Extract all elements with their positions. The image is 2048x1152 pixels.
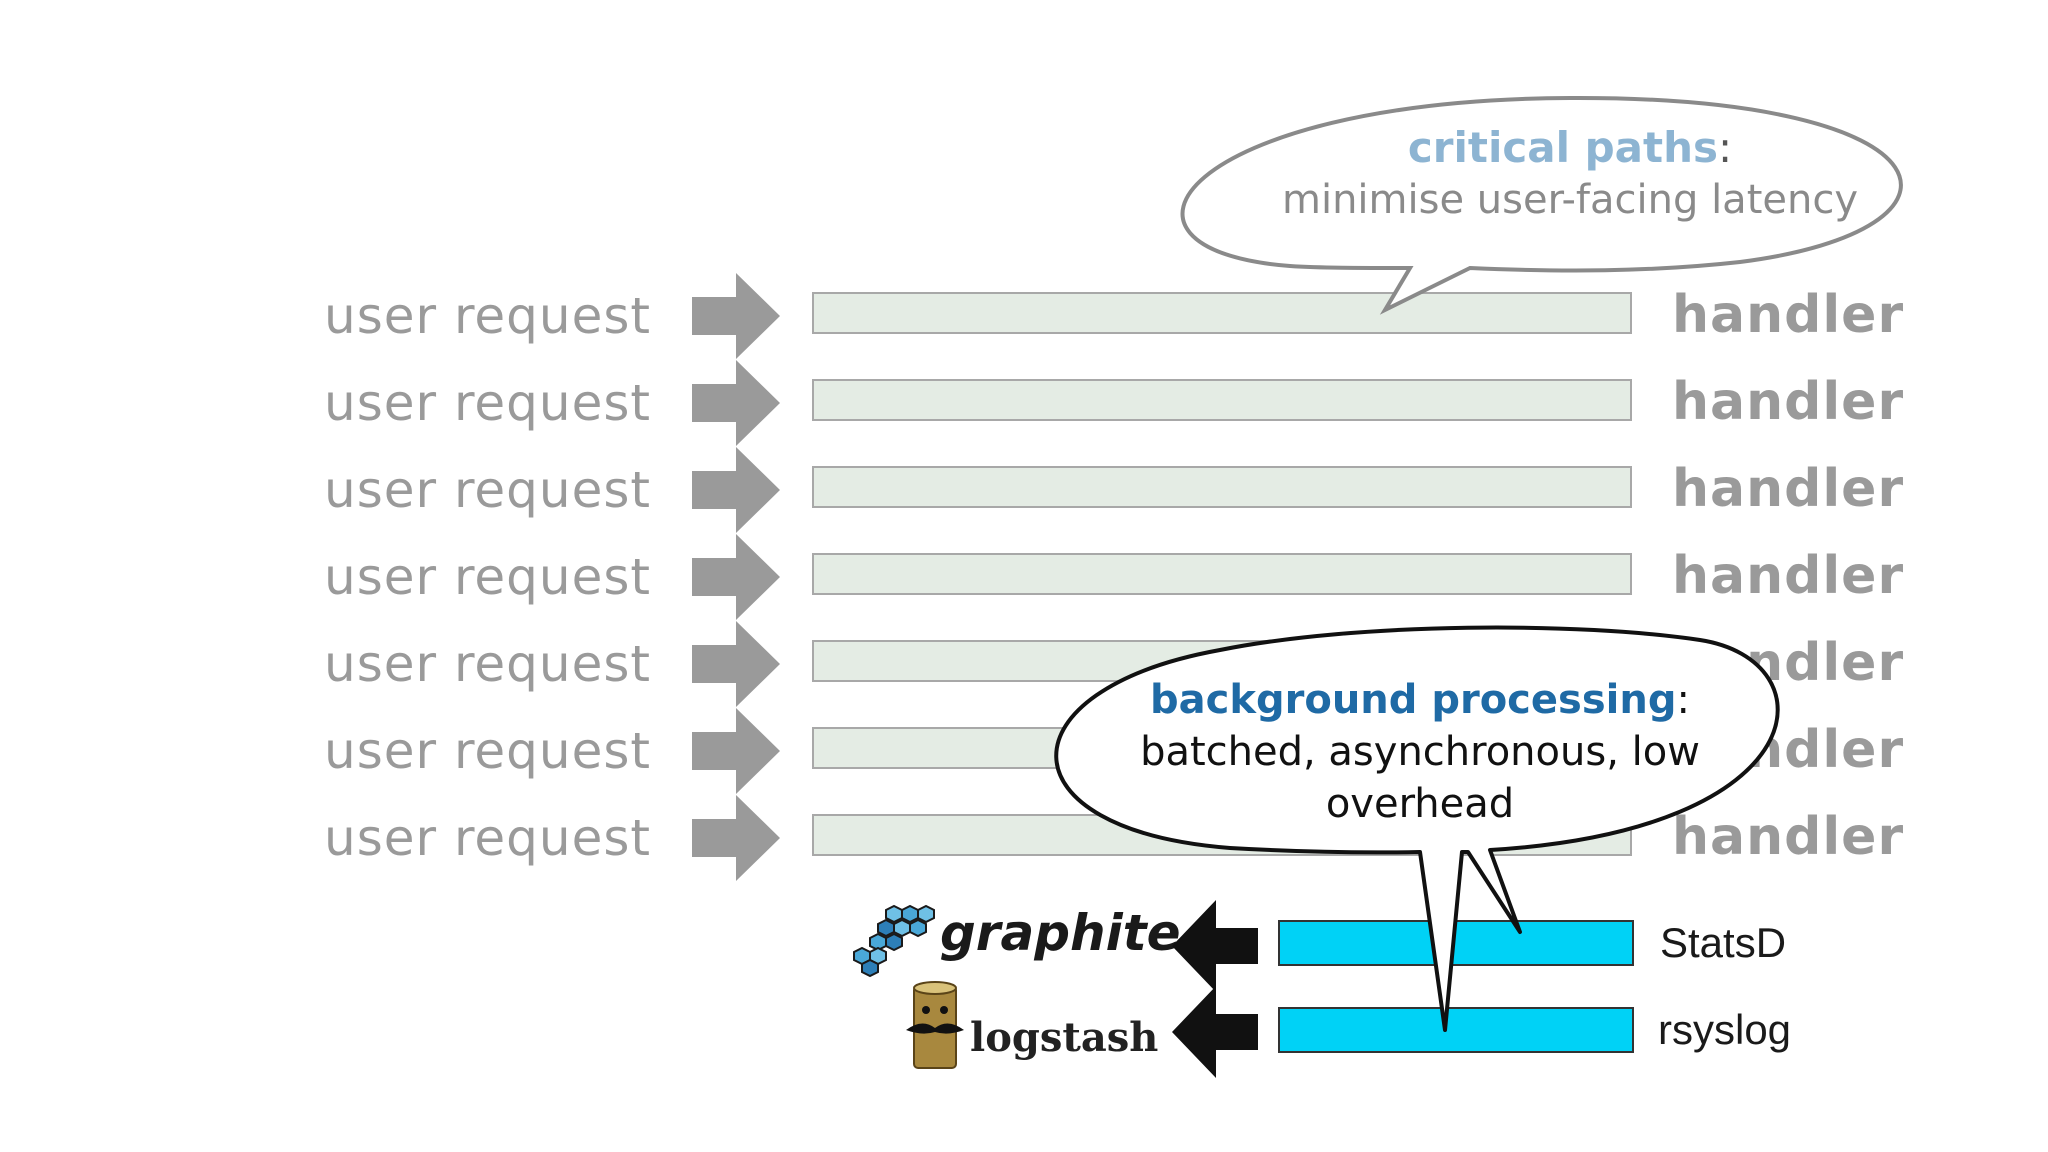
critical-paths-title: critical paths [1407, 123, 1718, 172]
handler-label: handler [1672, 459, 1905, 519]
graphite-hexagon-logo-icon [853, 904, 935, 978]
handler-bar [812, 466, 1632, 508]
rsyslog-bar [1278, 1007, 1634, 1053]
user-request-label: user request [324, 374, 652, 432]
background-processing-title: background processing [1150, 677, 1677, 723]
rsyslog-label: rsyslog [1658, 1006, 1792, 1053]
graphite-logo-text: graphite [940, 904, 1181, 962]
right-arrow-icon [692, 360, 780, 446]
user-request-label: user request [324, 635, 652, 693]
right-arrow-icon [692, 447, 780, 533]
logstash-logo-text: logstash [970, 1014, 1159, 1061]
right-arrow-icon [692, 273, 780, 359]
left-arrow-icon [1172, 986, 1258, 1078]
handler-bar [812, 379, 1632, 421]
user-request-label: user request [324, 461, 652, 519]
handler-label: handler [1672, 807, 1905, 867]
statsd-label: StatsD [1660, 919, 1787, 966]
handler-label: handler [1672, 285, 1905, 345]
background-processing-line2: overhead [1325, 781, 1515, 827]
user-request-label: user request [324, 722, 652, 780]
handler-label: handler [1672, 546, 1905, 606]
right-arrow-icon [692, 534, 780, 620]
right-arrow-icon [692, 795, 780, 881]
critical-paths-text: critical paths: minimise user-facing lat… [1180, 122, 1960, 226]
critical-paths-subtitle: minimise user-facing latency [1282, 177, 1858, 223]
right-arrow-icon [692, 621, 780, 707]
user-request-label: user request [324, 287, 652, 345]
handler-bar [812, 553, 1632, 595]
logstash-log-mascot-icon [906, 981, 964, 1069]
background-processing-text: background processing: batched, asynchro… [1070, 674, 1770, 830]
left-arrow-icon [1172, 900, 1258, 992]
background-processing-line1: batched, asynchronous, low [1140, 729, 1700, 775]
handler-label: handler [1672, 372, 1905, 432]
handler-bar [812, 292, 1632, 334]
right-arrow-icon [692, 708, 780, 794]
user-request-label: user request [324, 548, 652, 606]
user-request-label: user request [324, 809, 652, 867]
